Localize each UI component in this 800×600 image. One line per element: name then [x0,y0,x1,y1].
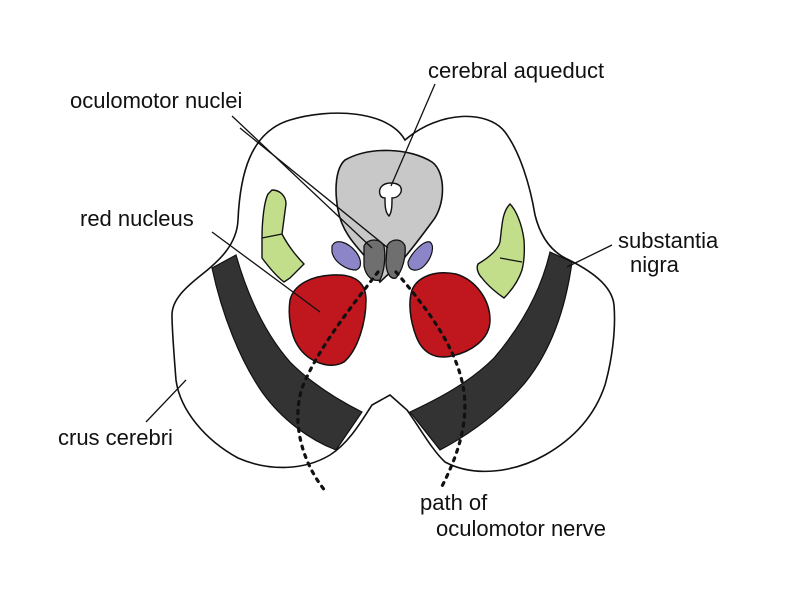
red-nucleus-right [409,272,491,358]
label-red-nucleus: red nucleus [80,206,194,231]
purple-nucleus-left [331,241,362,271]
cerebral-aqueduct-shape [378,182,402,218]
label-cerebral-aqueduct: cerebral aqueduct [428,58,604,83]
leader-substantia-nigra [566,244,613,268]
leader-oculomotor-nuclei-2 [239,127,389,249]
crus-cerebri-left [211,254,363,451]
green-structure-right [476,203,526,299]
oculomotor-nucleus-left [363,239,386,282]
oculomotor-nucleus-right [385,239,406,279]
label-oculomotor-nuclei: oculomotor nuclei [70,88,242,113]
label-crus-cerebri: crus cerebri [58,425,173,450]
oculomotor-nerve-path-right [394,270,467,492]
purple-nucleus-right [407,241,434,271]
leader-red-nucleus [211,231,321,313]
label-path-line2: oculomotor nerve [436,516,606,541]
green-structure-right-divider [499,257,523,263]
label-substantia-nigra-line2: nigra [630,252,680,277]
leader-crus-cerebri [145,379,187,423]
leader-cerebral-aqueduct [390,83,436,187]
red-nucleus-left [288,274,367,366]
leader-oculomotor-nuclei-1 [231,115,373,249]
label-path-line1: path of [420,490,488,515]
crus-cerebri-right [409,251,573,451]
label-substantia-nigra-line1: substantia [618,228,719,253]
green-structure-left [261,189,305,283]
oculomotor-nerve-path-left [296,270,380,494]
green-structure-left-divider [261,233,283,239]
